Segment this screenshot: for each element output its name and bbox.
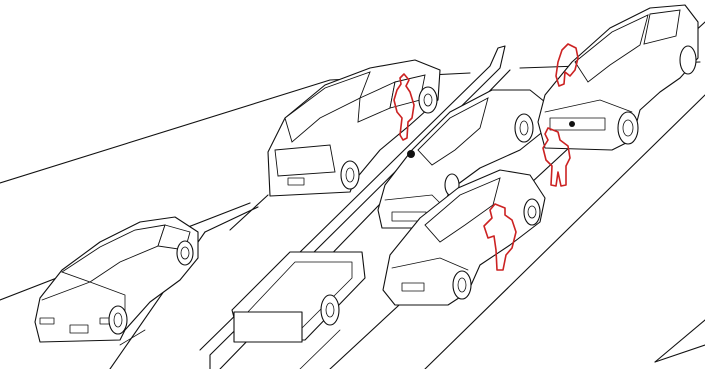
open-trailer xyxy=(232,252,365,342)
suv-emblem xyxy=(569,121,575,127)
wagon-front-wheel xyxy=(419,87,437,113)
sports-car-rear-wheel xyxy=(524,199,540,225)
trailer-tailgate xyxy=(234,312,302,342)
right-corner-edge xyxy=(655,345,705,362)
sedan-mirror xyxy=(407,150,415,158)
hatchback-car xyxy=(35,217,198,342)
center-dash-1 xyxy=(230,195,268,230)
sports-car-front-wheel xyxy=(453,271,471,299)
hatchback-front-wheel xyxy=(177,241,193,265)
wagon-rear-window xyxy=(275,145,335,176)
suv-front-wheel xyxy=(618,112,638,144)
wagon-rear-wheel xyxy=(341,161,359,189)
sedan-rear-wheel xyxy=(515,114,533,142)
trailer-wheel xyxy=(321,295,339,325)
suv xyxy=(538,5,698,150)
hatchback-rear-wheel xyxy=(109,306,127,334)
suv-rear-wheel xyxy=(680,46,696,74)
right-corner-line xyxy=(655,320,705,362)
